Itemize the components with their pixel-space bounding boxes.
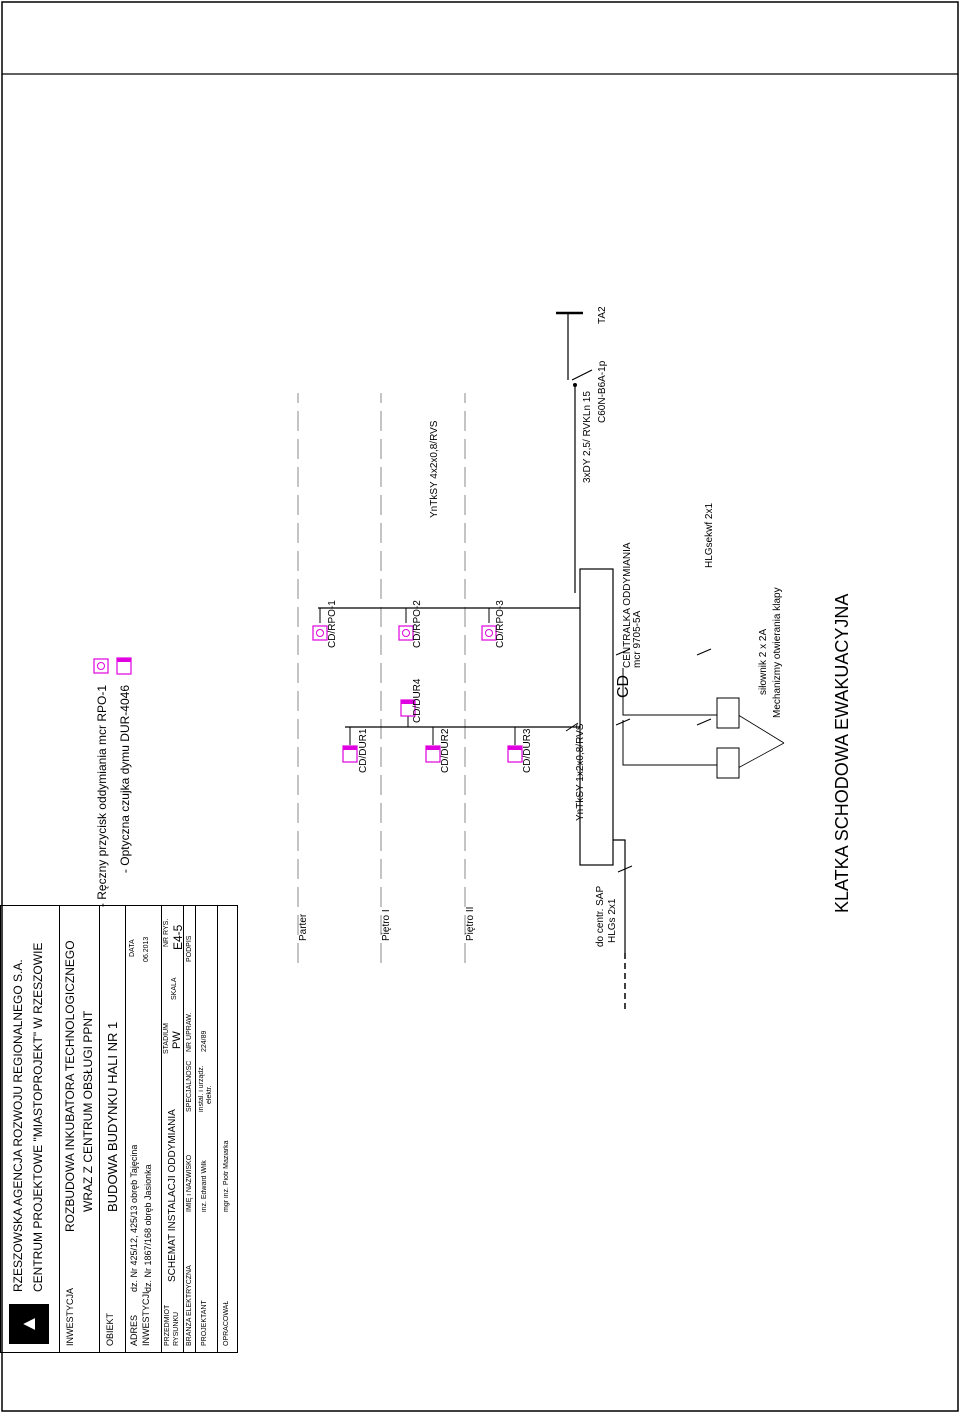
inwestycja-line1: ROZBUDOWA INKUBATORA TECHNOLOGICZNEGO — [63, 940, 77, 1232]
breaker-switch — [571, 369, 593, 381]
stadium-value: PW — [171, 1031, 183, 1049]
adres-line2: dz. Nr 1867/168 obręb Jasionka — [143, 1164, 153, 1292]
rpo-cable-label: YnTkSY 4x2x0,8/RVS — [429, 420, 440, 518]
cable-tick — [696, 718, 712, 726]
sap-link-solid — [613, 839, 626, 953]
smoke-detector-1 — [342, 745, 358, 763]
data-value: 06.2013 — [143, 936, 150, 962]
projektant-name: inż. Edward Wilk — [201, 1160, 208, 1212]
cable-tick — [615, 648, 631, 656]
inwestycja-label: INWESTYCJA — [65, 1287, 75, 1346]
mechanisms-sublabel: siłownik 2 x 2A — [758, 629, 769, 695]
legend-button-text: - Ręczny przycisk oddymiania mcr RPO-1 — [95, 685, 109, 907]
dur-label-1: CD/DUR1 — [358, 728, 369, 773]
actuator-line-1 — [622, 668, 717, 716]
rpo-label-3: CD/RPO-3 — [495, 600, 506, 648]
drawing-title: KLATKA SCHODOWA EWAKUACYJNA — [832, 594, 852, 913]
breaker-label: C60N-B6A-1p — [597, 360, 608, 423]
przedmiot-label: PRZEDMIOT — [164, 1304, 171, 1346]
opracowal-label: OPRACOWAŁ — [223, 1300, 230, 1346]
central-unit-model: mcr 9705-5A — [632, 610, 643, 668]
title-block: ▲ RZESZOWSKA AGENCJA ROZWOJU REGIONALNEG… — [0, 905, 238, 1353]
przedmiot-label-2: RYSUNKU — [173, 1311, 180, 1346]
supply-cable-label: 3xDY 2,5/ RVKLn 15 — [582, 391, 593, 483]
rpo-label-2: CD/RPO-2 — [412, 600, 423, 648]
inwestycja-line2: WRAZ Z CENTRUM OBSŁUGI PPNT — [81, 1010, 95, 1212]
dur-label-2: CD/DUR2 — [440, 728, 451, 773]
central-unit-code: CD — [615, 675, 632, 698]
smoke-detector-4 — [400, 699, 416, 717]
leader-line-1 — [734, 712, 785, 744]
panel-label: TA2 — [597, 306, 608, 324]
cable-tick — [615, 718, 631, 726]
imie-label: IMIĘ i NAZWISKO — [186, 1154, 193, 1212]
cable-tick — [696, 648, 712, 656]
sap-cable-sublabel: do centr. SAP — [595, 886, 606, 947]
rpo-button-3 — [481, 625, 497, 641]
actuator-box-2 — [716, 747, 740, 779]
data-label: DATA — [129, 939, 136, 957]
leader-line-2 — [737, 742, 785, 769]
sap-cable-label: HLGs 2x1 — [607, 898, 618, 943]
org-name: RZESZOWSKA AGENCJA ROZWOJU REGIONALNEGO … — [11, 959, 25, 1292]
dur-label-3: CD/DUR3 — [522, 728, 533, 773]
specjalnosc-value-2: elektr. — [206, 1085, 213, 1104]
nr-rys-label: NR RYS. — [163, 918, 170, 947]
actuator-box-1 — [716, 697, 740, 729]
actuator-line-2 — [622, 720, 717, 766]
projektant-label: PROJEKTANT — [201, 1300, 208, 1346]
logo: ▲ — [9, 1304, 49, 1344]
cable-tick — [565, 722, 579, 732]
central-unit-box — [579, 568, 614, 866]
rpo-label-1: CD/RPO-1 — [327, 600, 338, 648]
specjalnosc-value: instal. i urządz. — [198, 1065, 205, 1112]
nr-rys-value: E4-5 — [171, 924, 185, 950]
floor-label-1: Piętro I — [381, 909, 392, 941]
org-department: CENTRUM PROJEKTOWE "MIASTOPROJEKT" W RZE… — [31, 942, 45, 1292]
smoke-detector-3 — [507, 745, 523, 763]
skala-label: SKALA — [171, 977, 178, 1000]
stadium-label: STADIUM — [163, 1023, 170, 1054]
obiekt-value: BUDOWA BUDYNKU HALI NR 1 — [105, 1021, 120, 1212]
opracowal-name: mgr inż. Piotr Maziarka — [223, 1140, 230, 1212]
legend-button-symbol — [93, 658, 109, 674]
cable-hlgsekwf-label: HLGsekwf 2x1 — [704, 503, 715, 568]
adres-label: ADRES — [129, 1314, 139, 1346]
floor-label-0: Parter — [298, 913, 309, 941]
adres-label-2: INWESTYCJI — [141, 1291, 151, 1346]
rpo-button-1 — [312, 625, 328, 641]
przedmiot-value: SCHEMAT INSTALACJI ODDYMIANIA — [167, 1109, 178, 1282]
legend-smoke-text: - Optyczna czujka dymu DUR-4046 — [118, 685, 132, 873]
floor-label-2: Piętro II — [465, 907, 476, 941]
rpo-button-2 — [398, 625, 414, 641]
nr-upraw-value: 224/89 — [201, 1030, 208, 1052]
smoke-detector-2 — [425, 745, 441, 763]
obiekt-label: OBIEKT — [105, 1312, 115, 1346]
dur-cable-label: YnTkSY 1x2x0,8/RVS — [575, 723, 586, 821]
dur-label-4: CD/DUR4 — [412, 678, 423, 723]
branza-label: BRANŻA ELEKTRYCZNA — [186, 1265, 193, 1346]
specjalnosc-label: SPECJALNOŚĆ — [186, 1060, 193, 1112]
mechanisms-label: Mechanizmy otwierania klapy — [772, 587, 783, 718]
podpis-label: PODPIS — [186, 935, 193, 962]
adres-line1: dz. Nr 425/12, 425/13 obręb Tajęcina — [129, 1144, 139, 1292]
legend-smoke-symbol — [116, 657, 132, 675]
central-unit-name: CENTRALKA ODDYMIANIA — [622, 542, 633, 668]
nr-upraw-label: NR UPRAW. — [186, 1012, 193, 1052]
cable-tick — [617, 865, 633, 873]
